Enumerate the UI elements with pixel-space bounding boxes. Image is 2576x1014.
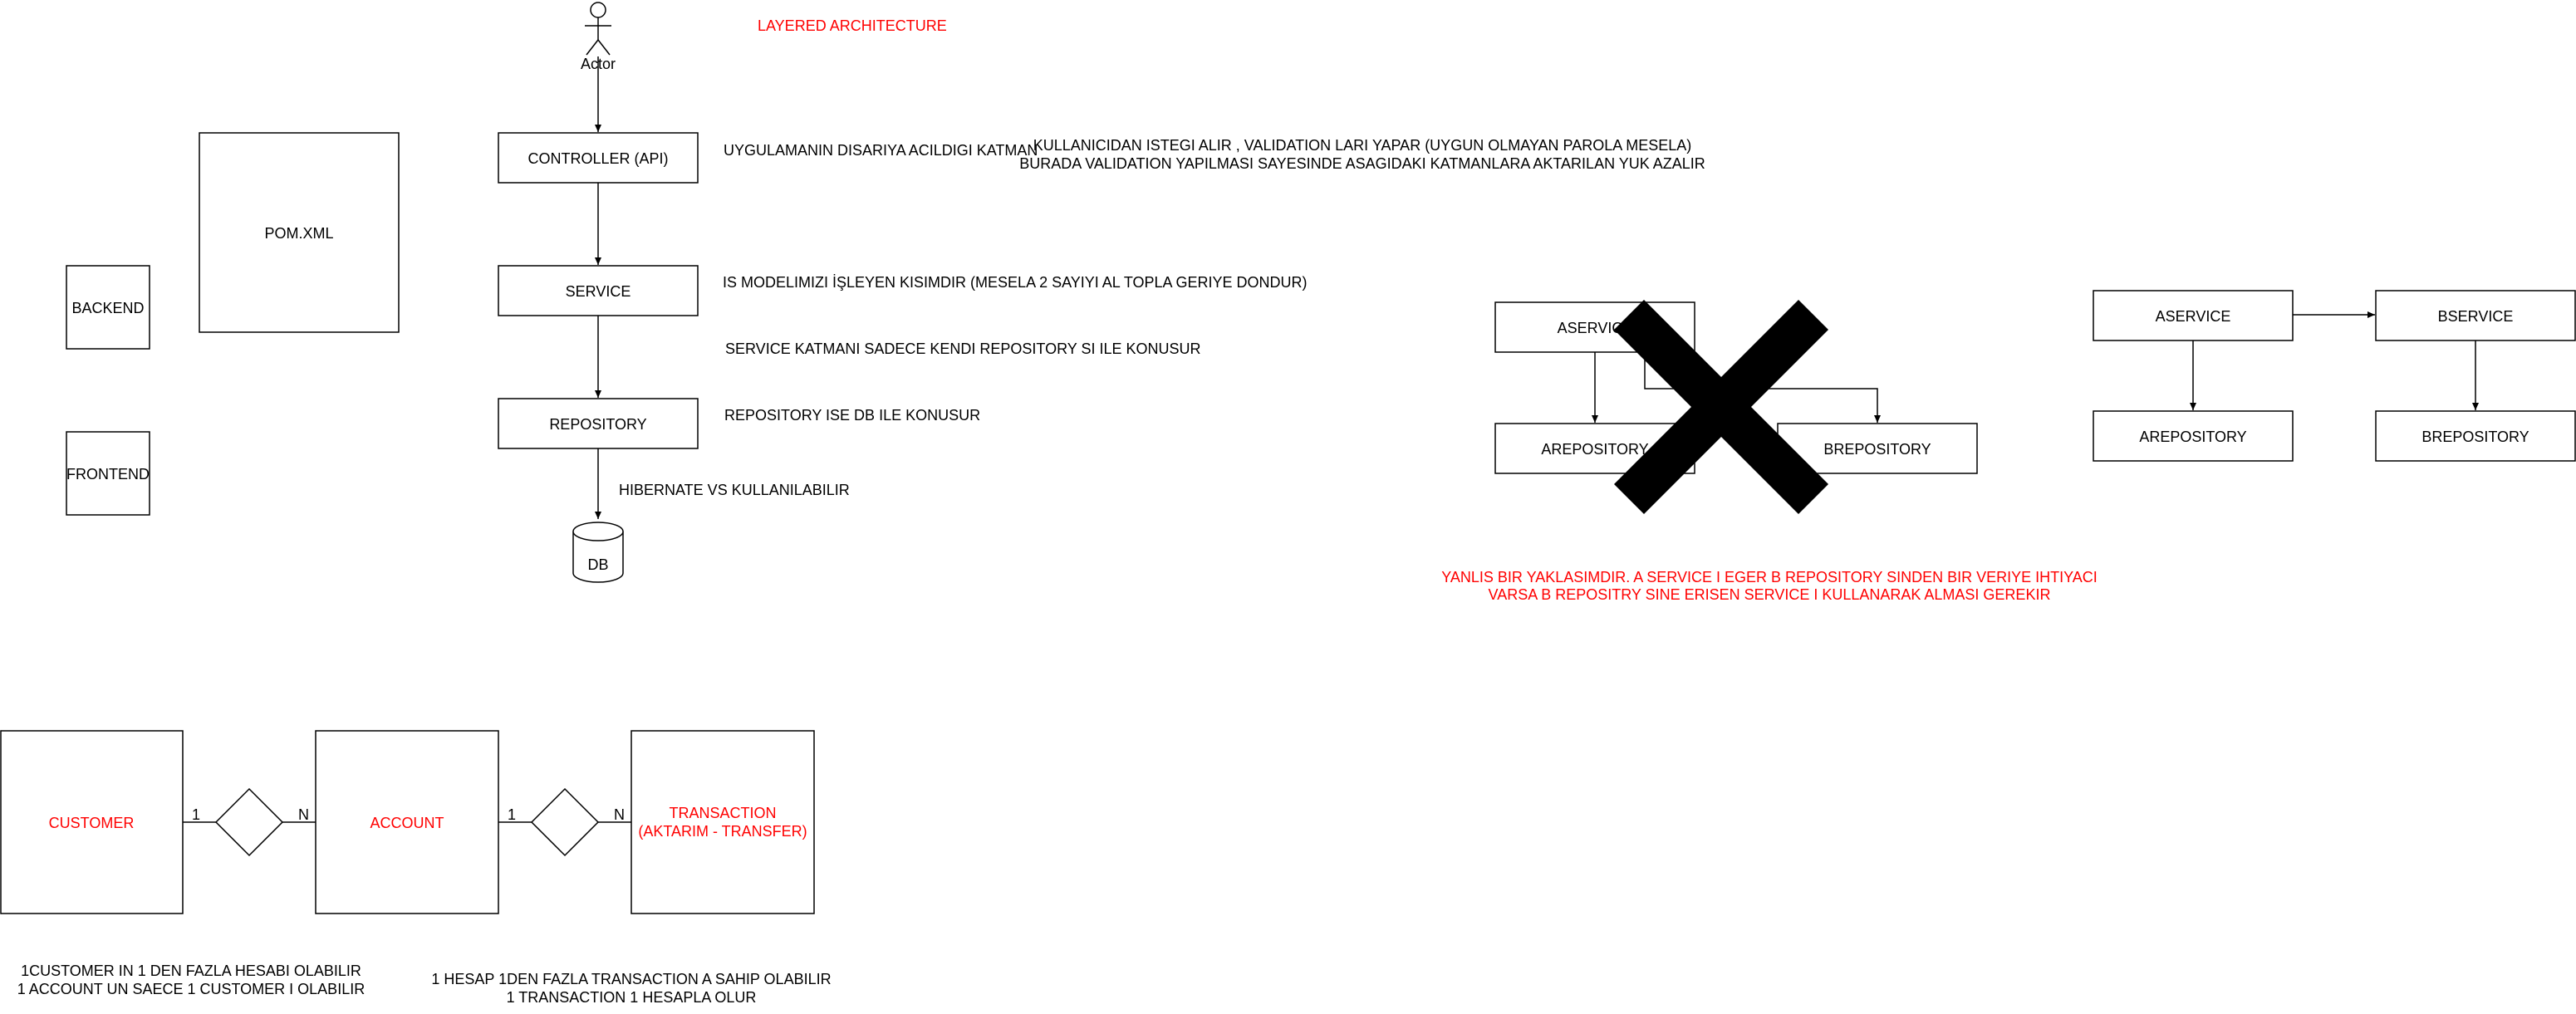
rel2-left-cardinality: 1 xyxy=(508,806,516,823)
wrong-brepository-label: BREPOSITORY xyxy=(1823,441,1931,458)
warning-note-line2: VARSA B REPOSITRY SINE ERISEN SERVICE I … xyxy=(1489,586,2051,603)
actor-icon xyxy=(585,2,611,56)
wrong-example-group: ASERVICE AREPOSITORY BREPOSITORY xyxy=(1494,300,1978,514)
right-brepository-node[interactable]: BREPOSITORY xyxy=(2375,410,2576,462)
frontend-label: FRONTEND xyxy=(66,466,150,483)
frontend-node[interactable]: FRONTEND xyxy=(66,431,150,516)
controller-node[interactable]: CONTROLLER (API) xyxy=(498,132,699,184)
service-label: SERVICE xyxy=(566,283,631,300)
backend-node[interactable]: BACKEND xyxy=(66,265,150,350)
customer-note-line2: 1 ACCOUNT UN SAECE 1 CUSTOMER I OLABILIR xyxy=(17,981,365,997)
er-diagram: CUSTOMER 1 N ACCOUNT 1 N TRANSACTION (AK… xyxy=(0,730,815,914)
account-note-line2: 1 TRANSACTION 1 HESAPLA OLUR xyxy=(507,989,757,1006)
repository-note: REPOSITORY ISE DB ILE KONUSUR xyxy=(724,407,980,424)
account-entity[interactable]: ACCOUNT xyxy=(315,730,499,914)
customer-note-line1: 1CUSTOMER IN 1 DEN FAZLA HESABI OLABILIR xyxy=(21,963,361,979)
customer-entity[interactable]: CUSTOMER xyxy=(0,730,184,914)
repository-label: REPOSITORY xyxy=(549,416,646,433)
validation-note-line1: KULLANICIDAN ISTEGI ALIR , VALIDATION LA… xyxy=(1033,137,1692,154)
warning-note-line1: YANLIS BIR YAKLASIMDIR. A SERVICE I EGER… xyxy=(1441,569,2098,585)
db-node[interactable]: DB xyxy=(572,522,624,583)
customer-label: CUSTOMER xyxy=(49,815,135,831)
cross-mark-icon xyxy=(1614,300,1828,514)
account-note-line1: 1 HESAP 1DEN FAZLA TRANSACTION A SAHIP O… xyxy=(431,971,831,987)
wrong-brepository-node[interactable]: BREPOSITORY xyxy=(1777,423,1978,474)
transaction-label-line1: TRANSACTION xyxy=(669,805,776,821)
right-example-group: ASERVICE BSERVICE AREPOSITORY BREPOSITOR… xyxy=(2093,290,2576,462)
right-bservice-label: BSERVICE xyxy=(2438,308,2514,325)
diagram-title: LAYERED ARCHITECTURE xyxy=(758,17,947,34)
backend-label: BACKEND xyxy=(71,300,144,316)
rel1-left-cardinality: 1 xyxy=(192,806,200,823)
validation-note-line2: BURADA VALIDATION YAPILMASI SAYESINDE AS… xyxy=(1019,155,1705,172)
pom-label: POM.XML xyxy=(264,225,333,242)
right-brepository-label: BREPOSITORY xyxy=(2421,429,2529,445)
repository-node[interactable]: REPOSITORY xyxy=(498,398,699,449)
account-label: ACCOUNT xyxy=(370,815,444,831)
service-node[interactable]: SERVICE xyxy=(498,265,699,316)
controller-label: CONTROLLER (API) xyxy=(527,150,668,167)
service-repository-note: SERVICE KATMANI SADECE KENDI REPOSITORY … xyxy=(725,340,1200,357)
db-label: DB xyxy=(587,556,608,573)
controller-note: UYGULAMANIN DISARIYA ACILDIGI KATMAN xyxy=(724,142,1038,159)
right-aservice-node[interactable]: ASERVICE xyxy=(2093,290,2294,341)
pom-node[interactable]: POM.XML xyxy=(199,132,400,333)
right-arepository-node[interactable]: AREPOSITORY xyxy=(2093,410,2294,462)
right-aservice-label: ASERVICE xyxy=(2156,308,2231,325)
rel1-right-cardinality: N xyxy=(298,806,309,823)
rel2-right-cardinality: N xyxy=(614,806,625,823)
wrong-arepository-label: AREPOSITORY xyxy=(1541,441,1648,458)
hibernate-note: HIBERNATE VS KULLANILABILIR xyxy=(619,482,850,498)
relationship-customer-account[interactable] xyxy=(214,787,284,857)
service-note: IS MODELIMIZI İŞLEYEN KISIMDIR (MESELA 2… xyxy=(723,274,1308,291)
transaction-entity[interactable]: TRANSACTION (AKTARIM - TRANSFER) xyxy=(631,730,815,914)
right-arepository-label: AREPOSITORY xyxy=(2139,429,2246,445)
right-bservice-node[interactable]: BSERVICE xyxy=(2375,290,2576,341)
wrong-aservice-label: ASERVICE xyxy=(1558,320,1633,336)
transaction-label-line2: (AKTARIM - TRANSFER) xyxy=(638,823,807,840)
relationship-account-transaction[interactable] xyxy=(530,787,600,857)
